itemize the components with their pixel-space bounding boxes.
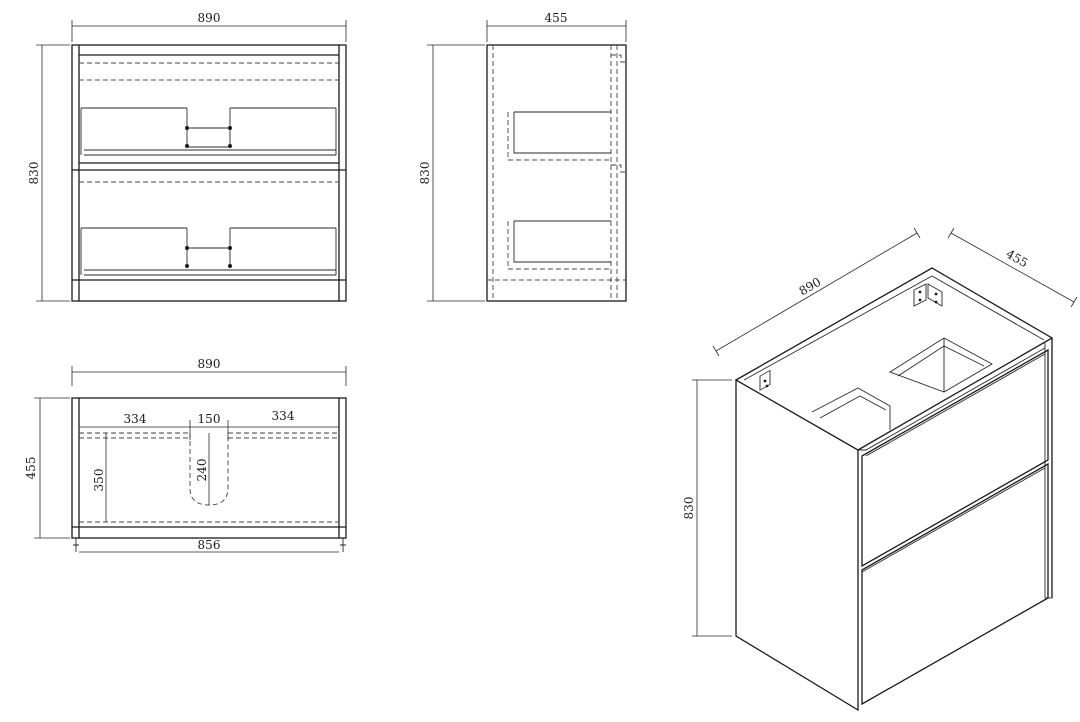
right-bracket-icon — [913, 283, 943, 307]
side-depth-label: 455 — [545, 11, 568, 25]
front-width-label: 890 — [198, 11, 221, 25]
top-width-dimension: 890 — [71, 357, 347, 386]
iso-cabinet — [735, 267, 1054, 712]
inner-depth-label: 350 — [92, 469, 106, 492]
side-height-dimension: 830 — [418, 44, 485, 302]
isometric-view: 890 455 830 — [682, 227, 1078, 712]
top-view: 890 455 334 150 334 24 — [24, 357, 347, 553]
iso-height-label: 830 — [682, 497, 696, 520]
middle-section-label: 150 — [198, 412, 221, 426]
top-section-dimensions: 334 150 334 — [79, 409, 339, 440]
iso-height-dimension: 830 — [682, 379, 732, 637]
notch-depth-label: 240 — [195, 459, 209, 482]
iso-depth-dimension: 455 — [947, 227, 1078, 308]
iso-top-drawer-front — [861, 348, 1049, 568]
front-width-dimension: 890 — [71, 11, 347, 42]
side-panel-outline — [486, 44, 627, 302]
right-section-label: 334 — [272, 409, 295, 423]
inner-depth-dimension: 350 — [92, 433, 107, 522]
inner-width-dimension: 856 — [73, 538, 346, 553]
front-top-drawer — [72, 54, 346, 171]
top-depth-dimension: 455 — [24, 397, 70, 539]
side-depth-dimension: 455 — [486, 11, 627, 42]
front-height-dimension: 830 — [27, 44, 70, 302]
top-cabinet-outline — [71, 397, 347, 539]
side-view: 455 830 — [418, 11, 627, 302]
left-bracket-icon — [759, 369, 771, 391]
iso-width-label: 890 — [797, 275, 824, 299]
notch-depth-dimension: 240 — [195, 433, 210, 505]
iso-depth-label: 455 — [1004, 247, 1031, 271]
front-view: 890 830 — [27, 11, 347, 302]
top-depth-label: 455 — [24, 457, 38, 480]
left-section-label: 334 — [124, 412, 147, 426]
top-width-label: 890 — [198, 357, 221, 371]
iso-bottom-drawer-front — [861, 462, 1049, 706]
inner-width-label: 856 — [198, 538, 221, 552]
side-height-label: 830 — [418, 162, 432, 185]
front-cabinet-outline — [71, 44, 347, 302]
front-bottom-drawer — [79, 181, 339, 276]
front-height-label: 830 — [27, 162, 41, 185]
